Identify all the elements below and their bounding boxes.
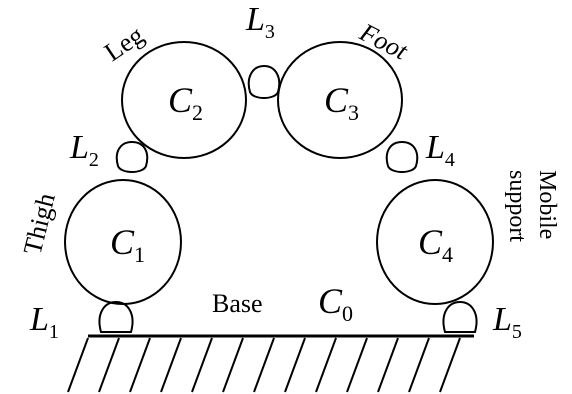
label-c4: C4 (418, 222, 453, 267)
ground-hatching (67, 337, 461, 393)
joint-l1 (98, 300, 134, 333)
joint-l5 (442, 300, 478, 333)
label-thigh: Thigh (18, 190, 61, 257)
joint-l4 (385, 140, 419, 173)
label-leg: Leg (99, 20, 149, 67)
label-c1: C1 (110, 222, 145, 267)
label-support: support (504, 170, 530, 242)
joint-l3 (247, 64, 281, 99)
body-c2-leg (121, 41, 247, 159)
label-c3: C3 (324, 80, 359, 125)
hatch-stroke (346, 337, 368, 393)
hatch-stroke (191, 337, 213, 393)
label-l2: L2 (69, 129, 99, 171)
hatch-stroke (284, 337, 306, 393)
hatch-stroke (160, 337, 182, 393)
label-l5: L5 (492, 301, 522, 343)
hatch-stroke (253, 337, 275, 393)
hatch-stroke (315, 337, 337, 393)
hatch-stroke (67, 337, 89, 393)
label-base: Base (212, 289, 263, 318)
hatch-stroke (222, 337, 244, 393)
label-mobile: Mobile (534, 170, 560, 239)
hatch-stroke (408, 337, 430, 393)
label-l3: L3 (245, 1, 275, 43)
hatch-stroke (377, 337, 399, 393)
label-c2: C2 (168, 80, 203, 125)
hatch-stroke (129, 337, 151, 393)
body-c4-mobile-support (376, 179, 494, 305)
body-c3-foot (277, 41, 403, 159)
hatch-stroke (439, 337, 461, 393)
label-l4: L4 (425, 129, 455, 171)
label-l1: L1 (29, 301, 59, 343)
label-c0: C0 (318, 281, 353, 326)
joint-l2 (115, 140, 149, 173)
hatch-stroke (98, 337, 120, 393)
